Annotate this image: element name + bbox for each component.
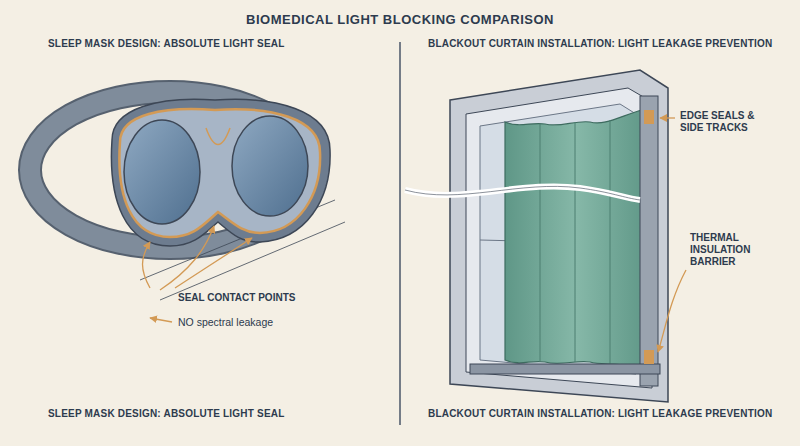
callout-label: SEAL CONTACT POINTS	[178, 292, 295, 304]
section-heading: SLEEP MASK DESIGN: ABSOLUTE LIGHT SEAL	[48, 38, 285, 50]
diagram-title: BIOMEDICAL LIGHT BLOCKING COMPARISON	[0, 12, 800, 28]
section-heading: SLEEP MASK DESIGN: ABSOLUTE LIGHT SEAL	[48, 408, 285, 420]
callout-note: NO spectral leakage	[178, 316, 273, 329]
blackout-curtain	[405, 70, 686, 402]
callout-label: EDGE SEALS & SIDE TRACKS	[680, 110, 770, 134]
sleep-mask	[30, 92, 345, 322]
callout-label: THERMAL INSULATION BARRIER	[690, 232, 770, 268]
section-heading: BLACKOUT CURTAIN INSTALLATION: LIGHT LEA…	[428, 38, 772, 50]
divider	[399, 42, 401, 425]
section-heading: BLACKOUT CURTAIN INSTALLATION: LIGHT LEA…	[428, 408, 772, 420]
